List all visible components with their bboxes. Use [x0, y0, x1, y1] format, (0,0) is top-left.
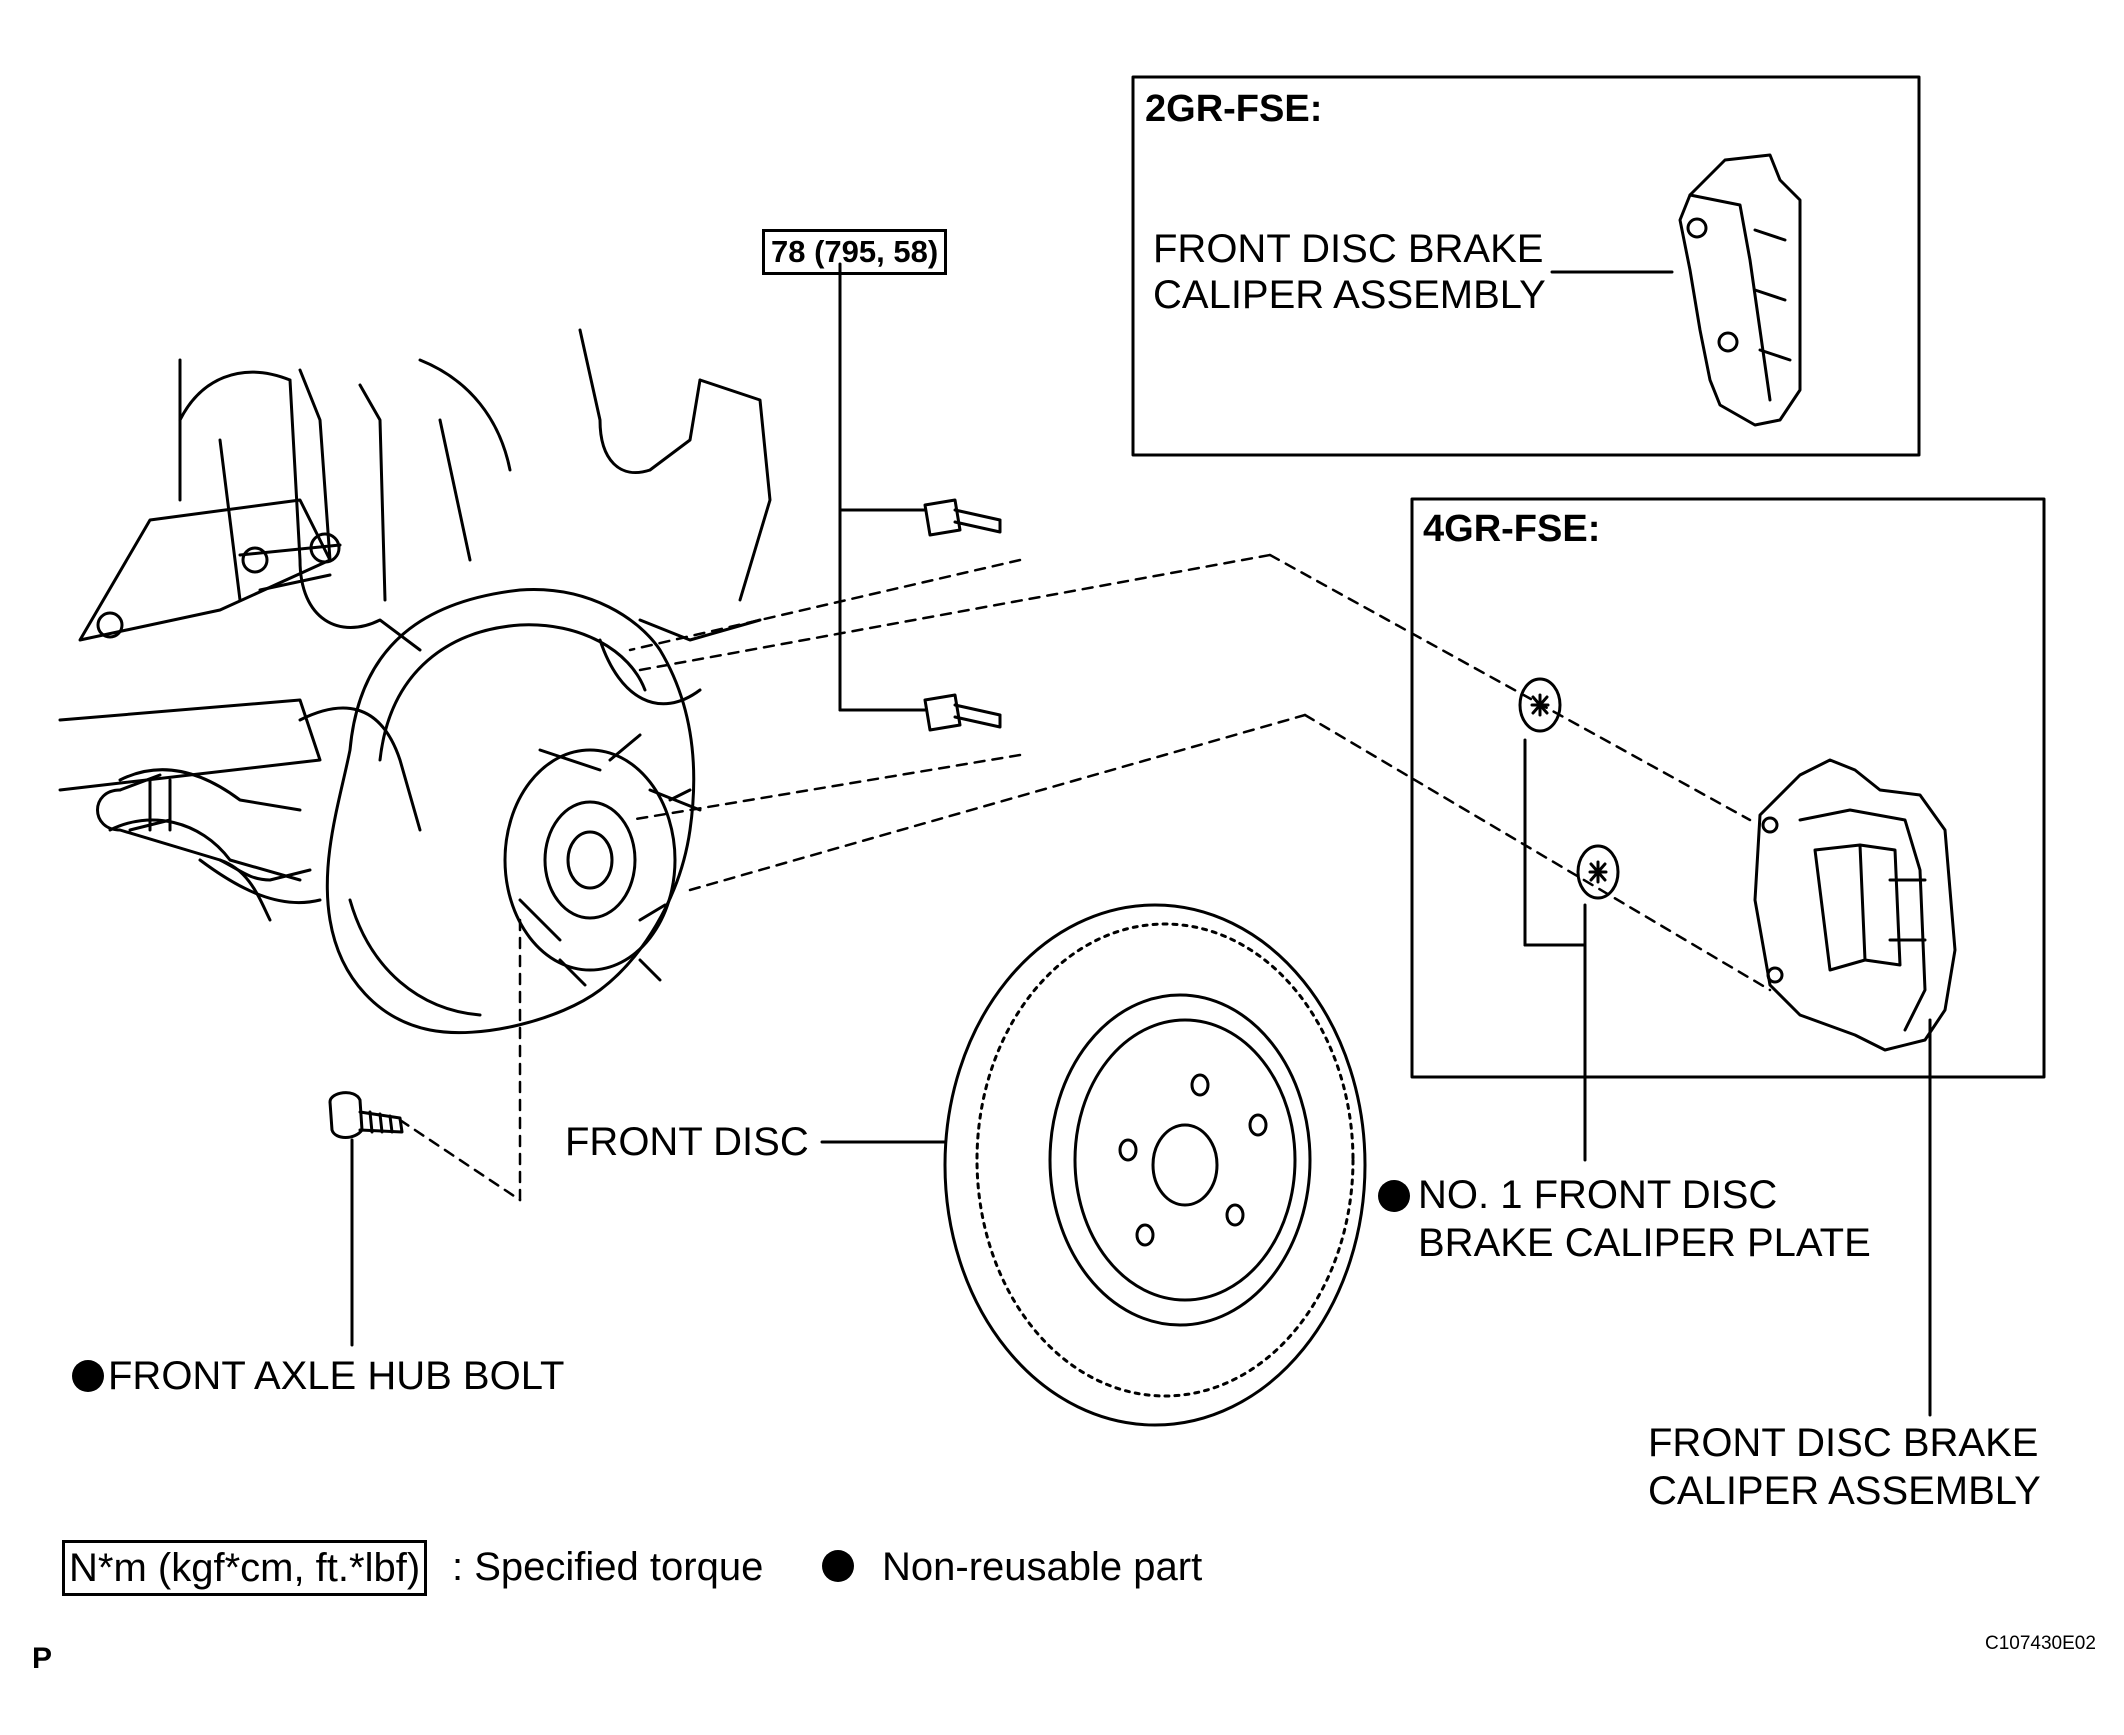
caliper-plate-label-line2: BRAKE CALIPER PLATE [1418, 1221, 1871, 1265]
steering-knuckle-assembly [58, 328, 772, 905]
corner-code: P [32, 1642, 53, 1675]
variant-a-title: 2GR-FSE: [1145, 88, 1323, 130]
nonreusable-marker-hub-bolt [72, 1360, 104, 1392]
variant-a-box [1131, 75, 1921, 457]
hub-bolt-label: FRONT AXLE HUB BOLT [108, 1354, 565, 1398]
front-axle-hub-bolt [328, 1091, 404, 1139]
legend-torque-text: : Specified torque [452, 1545, 764, 1589]
front-disc-label: FRONT DISC [565, 1120, 809, 1164]
caliper-plate-label-line1: NO. 1 FRONT DISC [1418, 1173, 1778, 1217]
legend-torque-unit: N*m (kgf*cm, ft.*lbf) [62, 1540, 428, 1596]
caliper-2gr-fse [1678, 153, 1802, 427]
variant-b-title: 4GR-FSE: [1423, 508, 1601, 550]
variant-b-box [1410, 497, 2046, 1079]
nonreusable-marker-caliper-plate [1378, 1180, 1410, 1212]
drive-shaft [96, 773, 312, 922]
legend-nonreusable-text: Non-reusable part [882, 1545, 1203, 1589]
torque-spec-box: 78 (795, 58) [762, 229, 948, 275]
caliper-label-line1: FRONT DISC BRAKE [1648, 1421, 2039, 1465]
figure-id: C107430E02 [1985, 1633, 2096, 1654]
alignment-lines [398, 553, 1772, 1202]
caliper-4gr-fse [1753, 758, 1957, 1052]
legend-nonreusable-dot [822, 1550, 854, 1582]
caliper-label-line2: CALIPER ASSEMBLY [1648, 1469, 2041, 1513]
dust-shield [325, 588, 696, 1035]
axle-hub [503, 733, 702, 987]
torque-leader-lines [838, 262, 927, 712]
front-disc-rotor [943, 903, 1367, 1427]
caliper-mounting-bolts [923, 498, 1002, 732]
variant-a-caliper-label-line1: FRONT DISC BRAKE [1153, 227, 1544, 271]
part-leader-lines [350, 270, 1932, 1417]
variant-a-caliper-label-line2: CALIPER ASSEMBLY [1153, 273, 1546, 317]
torque-spec-value: 78 (795, 58) [771, 234, 939, 269]
caliper-plates [1518, 677, 1620, 900]
